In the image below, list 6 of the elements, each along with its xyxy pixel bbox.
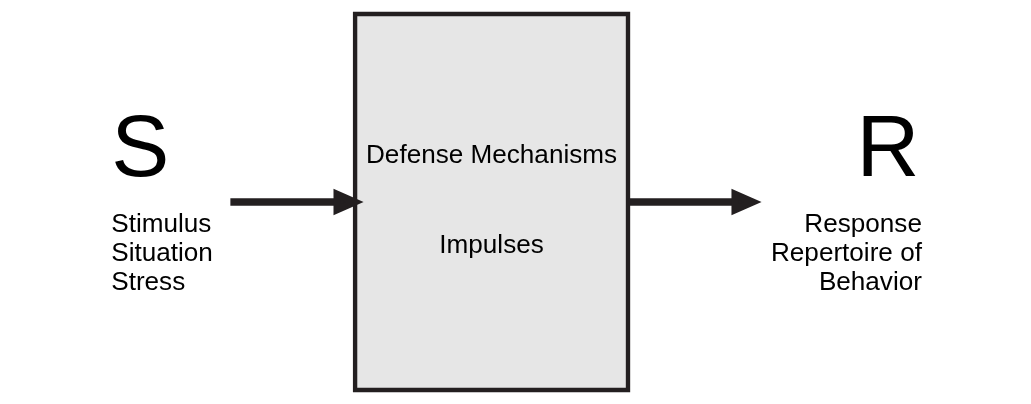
node-label: Stimulus Situation Stress <box>111 207 213 296</box>
node-text: R <box>856 96 920 194</box>
arrow <box>628 188 762 216</box>
node-label: Response Repertoire of Behavior <box>770 207 922 296</box>
node-box: Defense Mechanisms Impulses <box>352 11 631 393</box>
node-text: S <box>111 96 170 194</box>
